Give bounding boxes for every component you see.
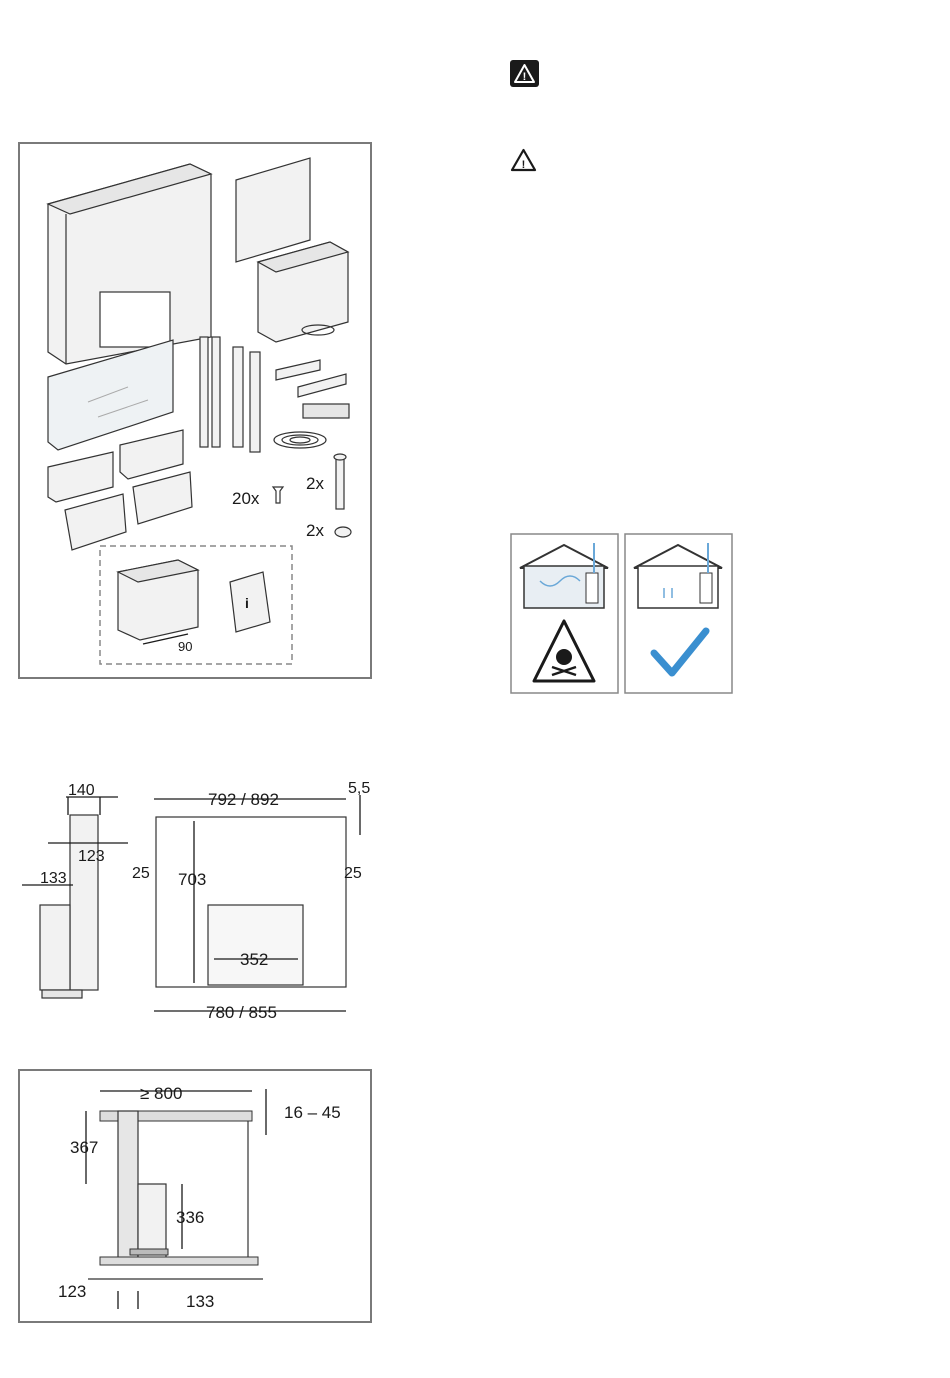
svg-text:20x: 20x	[232, 489, 260, 508]
parts-figure: 2x 20x 2x 90 i	[18, 142, 373, 680]
svg-text:16 – 45: 16 – 45	[284, 1103, 341, 1122]
svg-text:i: i	[245, 595, 249, 611]
svg-text:2x: 2x	[306, 521, 324, 540]
svg-text:780 / 855: 780 / 855	[206, 1003, 277, 1022]
install-figure: ≥ 800 16 – 45 367 336 123 133	[18, 1069, 373, 1324]
danger-panel	[510, 533, 619, 694]
svg-text:703: 703	[178, 870, 206, 889]
svg-text:123: 123	[78, 848, 105, 865]
svg-text:≥ 800: ≥ 800	[140, 1084, 182, 1103]
svg-text:25: 25	[132, 865, 150, 882]
svg-text:25: 25	[344, 865, 362, 882]
svg-text:133: 133	[40, 870, 67, 887]
svg-text:!: !	[523, 71, 527, 83]
svg-text:133: 133	[186, 1292, 214, 1311]
svg-text:140: 140	[68, 782, 95, 799]
svg-text:367: 367	[70, 1138, 98, 1157]
warning-icon-filled: !	[510, 60, 539, 87]
ok-panel	[624, 533, 733, 694]
svg-text:336: 336	[176, 1208, 204, 1227]
svg-text:792 / 892: 792 / 892	[208, 790, 279, 809]
svg-text:5,5: 5,5	[348, 780, 370, 797]
warning-icon-outline: !	[510, 148, 537, 172]
svg-text:!: !	[522, 159, 526, 171]
svg-text:2x: 2x	[306, 474, 324, 493]
svg-text:90: 90	[178, 639, 192, 654]
svg-text:352: 352	[240, 950, 268, 969]
hood-unit-drawing	[48, 164, 211, 364]
dimension-figure: 140 123 133 792 / 892 5,5 25 25 703 352 …	[18, 775, 378, 1035]
svg-text:123: 123	[58, 1282, 86, 1301]
motor-box-drawing	[258, 242, 348, 342]
